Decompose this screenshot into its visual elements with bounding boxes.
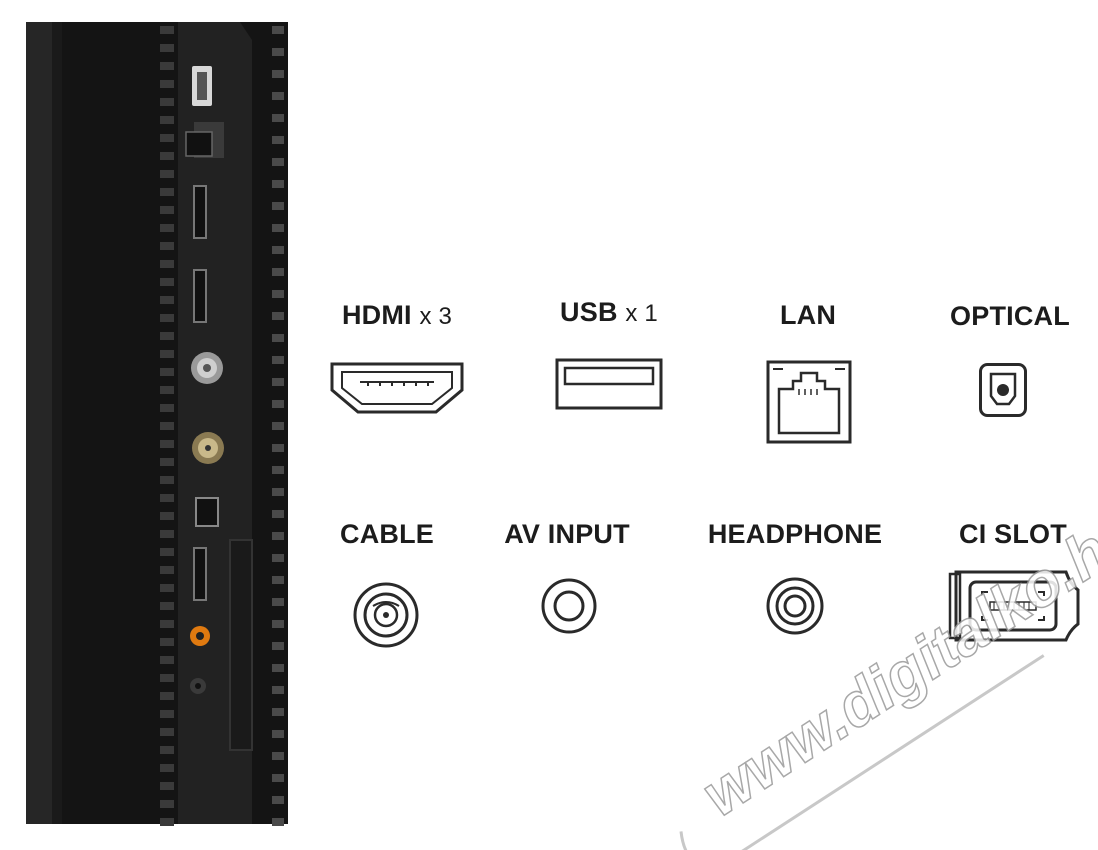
label-usb-count: x 1 — [625, 300, 658, 327]
usb-port-icon — [555, 358, 663, 410]
label-usb-name: USB — [560, 297, 618, 327]
label-usb: USB x 1 — [560, 297, 658, 328]
av-jack-icon — [541, 578, 597, 634]
label-lan: LAN — [779, 300, 837, 330]
optical-port-icon — [979, 363, 1027, 417]
label-headphone: HEADPHONE — [707, 519, 883, 549]
label-hdmi-count: x 3 — [419, 303, 453, 330]
label-hdmi-name: HDMI — [341, 300, 412, 330]
label-cable: CABLE — [340, 519, 434, 549]
headphone-jack-icon — [766, 577, 824, 635]
label-ci-slot: CI SLOT — [959, 519, 1067, 549]
ethernet-port-icon — [766, 360, 852, 444]
label-hdmi: HDMI x 3 — [342, 300, 452, 331]
hdmi-port-icon — [330, 362, 464, 414]
label-optical: OPTICAL — [950, 301, 1070, 331]
tv-back-panel-photo — [0, 0, 290, 850]
label-av-input: AV INPUT — [504, 519, 630, 549]
coax-port-icon — [353, 582, 419, 648]
ci-card-icon — [948, 570, 1080, 642]
